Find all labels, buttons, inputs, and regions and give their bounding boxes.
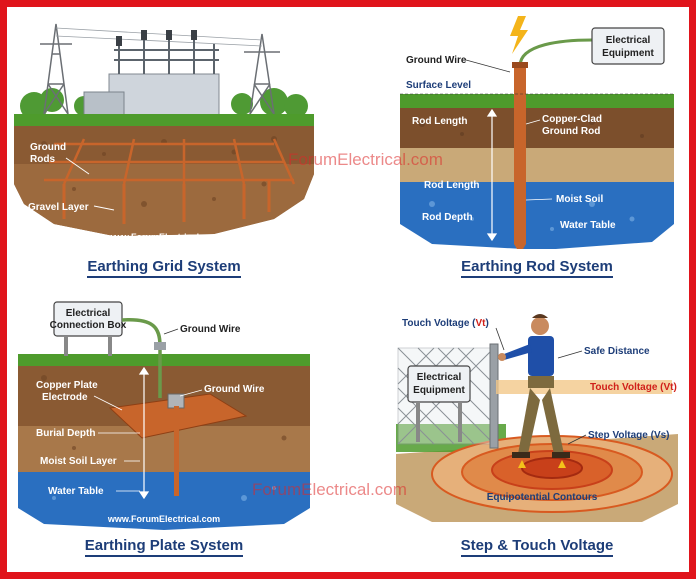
step-voltage-close: ): [666, 430, 669, 441]
rod-illustration: Electrical Equipment Ground Wire Surface…: [392, 14, 682, 249]
step-voltage-arrows: [518, 460, 566, 468]
lightning-bolt-icon: [510, 16, 528, 54]
label-ground-wire: Ground Wire: [406, 55, 467, 66]
site-url-grid: www.ForumElectrical.com: [107, 232, 220, 242]
caption-step-touch-voltage-text: Step & Touch Voltage: [460, 537, 614, 557]
panel-earthing-rod: Electrical Equipment Ground Wire Surface…: [392, 14, 682, 249]
step-voltage-symbol: Vs: [654, 430, 667, 441]
panel-earthing-grid: Ground Rods Gravel Layer www.ForumElectr…: [14, 14, 314, 249]
label-plate-1: Copper Plate: [36, 380, 98, 391]
label-copper-clad-1: Copper-Clad: [542, 114, 602, 125]
electrical-equipment-box: [591, 27, 665, 65]
label-moist-soil: Moist Soil: [556, 194, 603, 205]
panel-earthing-plate: Electrical Connection Box Ground Wire Co…: [14, 298, 314, 530]
label-equipment-1: Electrical: [606, 35, 651, 46]
person-icon: [498, 314, 570, 458]
label-ground-rods-1: Ground: [30, 142, 66, 153]
water-table-layer: [18, 472, 310, 530]
caption-step-touch-voltage: Step & Touch Voltage: [392, 537, 682, 557]
caption-earthing-grid-text: Earthing Grid System: [87, 258, 241, 278]
touch-voltage-1-symbol: Vt: [476, 318, 487, 329]
gravel-layer-band: [14, 164, 314, 236]
grid-illustration: Ground Rods Gravel Layer www.ForumElectr…: [14, 14, 314, 242]
label-safe-distance: Safe Distance: [584, 346, 650, 357]
label-step-voltage: Step Voltage (Vs): [588, 430, 670, 441]
electrical-equipment-box: [407, 365, 471, 403]
label-rod-length-2: Rod Length: [424, 180, 480, 191]
touch-voltage-1-close: ): [486, 318, 489, 329]
grass-layer: [18, 354, 310, 366]
label-water-table: Water Table: [48, 486, 104, 497]
voltage-illustration: Electrical Equipment Touch Voltage (Vt) …: [392, 304, 682, 526]
rod-length-arrow: [486, 108, 498, 242]
caption-earthing-plate: Earthing Plate System: [14, 537, 314, 557]
plate-illustration: Electrical Connection Box Ground Wire Co…: [14, 298, 314, 530]
label-touch-voltage-2: Touch Voltage (Vt): [590, 382, 677, 393]
label-ground-rods-2: Rods: [30, 154, 55, 165]
touch-voltage-2-text: Touch Voltage (: [590, 382, 664, 393]
label-plate-2: Electrode: [42, 392, 88, 403]
label-surface-level: Surface Level: [406, 80, 471, 91]
step-voltage-text: Step Voltage (: [588, 430, 655, 441]
copper-rod: [514, 64, 526, 244]
panel-step-touch-voltage: Electrical Equipment Touch Voltage (Vt) …: [392, 304, 682, 526]
caption-earthing-plate-text: Earthing Plate System: [84, 537, 244, 557]
touch-voltage-1-text: Touch Voltage (: [402, 318, 476, 329]
grass-layer: [400, 94, 674, 108]
label-touch-voltage-1: Touch Voltage (Vt): [402, 318, 489, 329]
ground-wire-line: [518, 38, 593, 67]
label-water-table: Water Table: [560, 220, 616, 231]
site-url-plate: www.ForumElectrical.com: [107, 514, 220, 524]
ground-rod-icon: [62, 180, 271, 224]
water-table-layer: [400, 182, 674, 249]
topsoil-layer: [400, 108, 674, 148]
label-rod-depth: Rod Depth: [422, 212, 473, 223]
label-equipment-2: Equipment: [602, 48, 654, 59]
burial-depth-arrow: [138, 366, 150, 500]
watermark-top: ForumElectrical.com: [288, 150, 443, 169]
label-gravel-layer: Gravel Layer: [28, 202, 89, 213]
transmission-tower-icon: [40, 23, 280, 115]
grass-layer: [14, 114, 314, 126]
label-rod-length-1: Rod Length: [412, 116, 468, 127]
label-equipment-1: Electrical: [417, 372, 462, 383]
label-ground-wire-2: Ground Wire: [204, 384, 265, 395]
label-moist-soil: Moist Soil Layer: [40, 456, 117, 467]
label-copper-clad-2: Ground Rod: [542, 126, 600, 137]
sand-layer: [400, 148, 674, 182]
label-box-1: Electrical: [66, 308, 111, 319]
label-ground-wire-1: Ground Wire: [180, 324, 241, 335]
caption-earthing-rod: Earthing Rod System: [392, 258, 682, 278]
watermark-bottom: ForumElectrical.com: [252, 480, 407, 499]
label-equipment-2: Equipment: [413, 385, 465, 396]
label-burial-depth: Burial Depth: [36, 428, 95, 439]
caption-earthing-rod-text: Earthing Rod System: [461, 258, 613, 278]
caption-earthing-grid: Earthing Grid System: [14, 258, 314, 278]
touch-voltage-2-symbol: Vt: [664, 382, 675, 393]
label-box-2: Connection Box: [50, 320, 127, 331]
label-equipotential-contours: Equipotential Contours: [487, 492, 598, 503]
copper-grid: [44, 138, 296, 185]
touch-voltage-2-close: ): [674, 382, 677, 393]
